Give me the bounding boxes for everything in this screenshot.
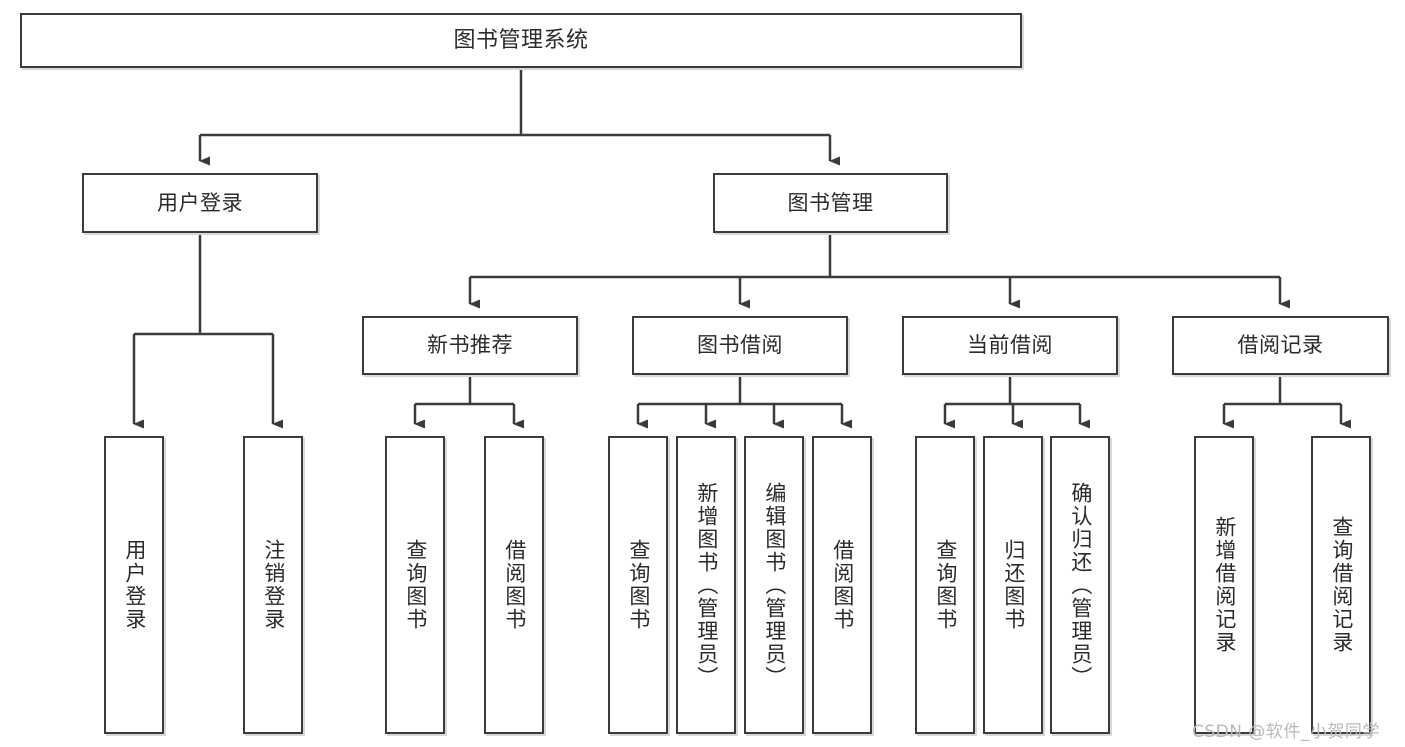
node-leaf-query-book-borrow[interactable]: 查询图书 [608,436,668,734]
node-label: 图书管理 [787,190,874,215]
node-leaf-query-book-current[interactable]: 查询图书 [915,436,975,734]
node-label: 借阅图书 [830,539,855,631]
node-label: 查询图书 [933,539,958,631]
node-leaf-borrow-book[interactable]: 借阅图书 [812,436,872,734]
node-label: 查询图书 [403,539,428,631]
node-label: 借阅图书 [502,539,527,631]
node-leaf-edit-book-admin[interactable]: 编辑图书（管理员） [744,436,804,734]
node-label: 注销登录 [261,539,286,631]
node-leaf-query-borrow-record[interactable]: 查询借阅记录 [1311,436,1371,734]
node-leaf-borrow-book-recommend[interactable]: 借阅图书 [484,436,544,734]
node-label: 新增图书（管理员） [694,481,719,689]
node-label: 新书推荐 [427,333,513,358]
node-label: 用户登录 [122,539,147,631]
node-leaf-confirm-return-admin[interactable]: 确认归还（管理员） [1050,436,1110,734]
node-label: 归还图书 [1001,539,1026,631]
node-current-borrow[interactable]: 当前借阅 [902,316,1118,375]
node-label: 查询借阅记录 [1329,516,1354,654]
node-root[interactable]: 图书管理系统 [20,13,1022,68]
node-borrow-record[interactable]: 借阅记录 [1172,316,1389,375]
node-user-login[interactable]: 用户登录 [82,173,318,233]
node-leaf-add-book-admin[interactable]: 新增图书（管理员） [676,436,736,734]
node-label: 查询图书 [626,539,651,631]
node-label: 用户登录 [157,190,243,215]
node-label: 确认归还（管理员） [1068,481,1093,689]
node-label: 图书管理系统 [453,27,589,53]
node-book-management[interactable]: 图书管理 [713,173,948,233]
node-leaf-query-book-recommend[interactable]: 查询图书 [385,436,445,734]
node-book-borrow[interactable]: 图书借阅 [632,316,848,375]
node-leaf-user-login[interactable]: 用户登录 [104,436,164,734]
node-label: 图书借阅 [697,333,783,358]
node-label: 编辑图书（管理员） [762,481,787,689]
node-leaf-return-book[interactable]: 归还图书 [983,436,1043,734]
node-new-book-recommend[interactable]: 新书推荐 [362,316,578,375]
node-label: 当前借阅 [967,333,1053,358]
csdn-watermark: CSDN @软件_小贺同学 [1192,722,1380,742]
node-leaf-logout[interactable]: 注销登录 [243,436,303,734]
node-label: 借阅记录 [1237,333,1324,358]
node-label: 新增借阅记录 [1212,516,1237,654]
node-leaf-add-borrow-record[interactable]: 新增借阅记录 [1194,436,1254,734]
